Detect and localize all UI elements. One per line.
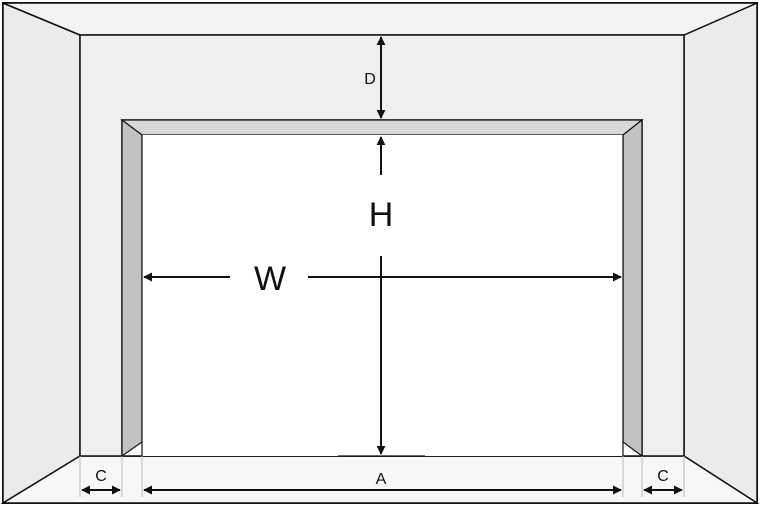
left-side-wall: [2, 1, 81, 505]
frame-left-jamb: [121, 118, 143, 458]
label-w: W: [254, 260, 286, 298]
frame-top: [120, 119, 644, 136]
right-side-wall: [683, 1, 758, 505]
label-c-right: C: [657, 468, 669, 485]
ceiling: [2, 2, 758, 36]
label-c-left: C: [95, 468, 107, 485]
label-h: H: [369, 196, 394, 234]
label-a: A: [376, 471, 387, 488]
door-opening: [142, 135, 623, 456]
frame-right-jamb: [622, 118, 643, 458]
label-d: D: [364, 71, 376, 88]
